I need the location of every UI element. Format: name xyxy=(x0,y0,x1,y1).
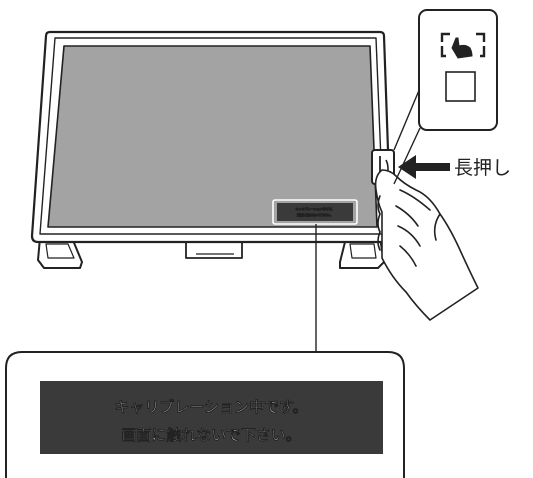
screen-message-line2: 画面に触れないで下さい。 xyxy=(297,212,333,217)
message-callout: キャリブレーション中です。 画面に触れないで下さい。 xyxy=(5,224,405,478)
zoom-panel-frame xyxy=(418,9,498,131)
press-arrow: 長押し xyxy=(398,155,511,179)
zoom-panel xyxy=(393,9,498,185)
screen-message-line1: キャリブレーション中です。 xyxy=(296,206,335,211)
hand-pointer-icon[interactable] xyxy=(440,32,486,59)
callout-message-line2: 画面に触れないで下さい。 xyxy=(121,426,301,444)
callout-message-line1: キャリブレーション中です。 xyxy=(114,398,307,416)
empty-square-icon[interactable] xyxy=(445,71,476,102)
right-foot-inner xyxy=(349,243,377,259)
stand xyxy=(185,241,243,259)
screen xyxy=(47,45,378,228)
left-foot-inner xyxy=(45,243,75,259)
arrow-label: 長押し xyxy=(454,157,511,179)
monitor: キャリブレーション中です。 画面に触れないで下さい。 xyxy=(30,30,393,269)
arrow-shape xyxy=(398,155,450,179)
hand xyxy=(374,169,479,321)
screen-message-frame xyxy=(272,199,358,225)
screen-message xyxy=(277,203,353,221)
callout-message-box xyxy=(40,381,383,454)
